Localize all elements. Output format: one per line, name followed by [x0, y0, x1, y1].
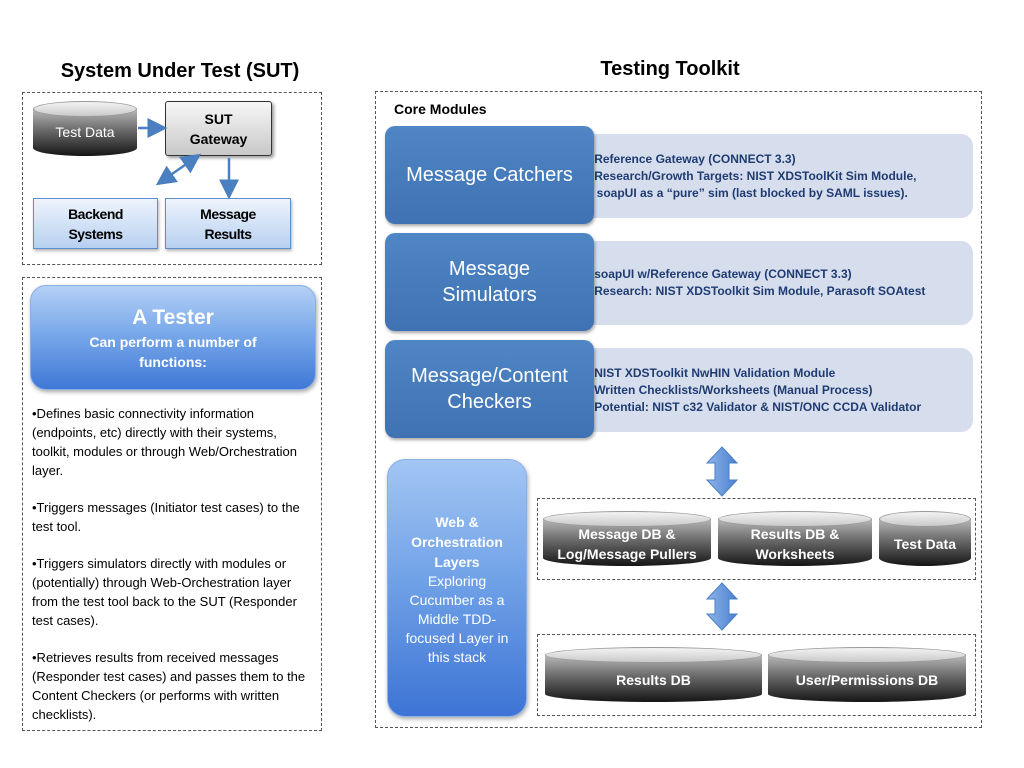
toolkit-test-data-cylinder: Test Data: [879, 511, 971, 566]
toolkit-test-data-label: Test Data: [894, 535, 956, 552]
web-heading-3: Layers: [434, 554, 480, 570]
message-catchers-desc: •Reference Gateway (CONNECT 3.3) •Resear…: [582, 134, 973, 218]
tester-box: A Tester Can perform a number of function…: [30, 285, 316, 390]
sut-gateway-line1: SUT: [204, 110, 233, 127]
catchers-name: Message Catchers: [406, 164, 573, 186]
sut-gateway-line2: Gateway: [189, 130, 248, 147]
sut-container: [22, 92, 322, 265]
db-row2-container: [537, 634, 976, 716]
web-heading-2: Orchestration: [411, 534, 503, 550]
web-text-5: this stack: [427, 649, 487, 665]
checkers-item-3: •Potential: NIST c32 Validator & NIST/ON…: [590, 399, 922, 414]
web-orchestration-box: Web & Orchestration Layers Exploring Cuc…: [387, 459, 527, 717]
results-db-cylinder: Results DB: [545, 647, 762, 702]
tester-heading: A Tester: [132, 306, 214, 329]
tester-sub-line1: Can perform a number of: [89, 334, 257, 350]
web-text-1: Exploring: [427, 573, 487, 589]
sut-gateway-box: SUT Gateway: [165, 101, 272, 156]
web-heading-1: Web &: [435, 514, 479, 530]
results-db-worksheets-cylinder: Results DB & Worksheets: [718, 511, 872, 566]
checkers-name-line2: Checkers: [447, 391, 532, 413]
arrow-db-db: [705, 582, 739, 631]
tester-bullet-2: •Triggers messages (Initiator test cases…: [32, 500, 300, 534]
core-modules-label: Core Modules: [394, 101, 487, 117]
message-db-cylinder: Message DB & Log/Message Pullers: [543, 511, 711, 566]
catchers-item-1: •Reference Gateway (CONNECT 3.3): [590, 151, 796, 166]
tester-bullet-4: •Retrieves results from received message…: [32, 650, 306, 722]
tester-bullets: •Defines basic connectivity information …: [32, 404, 314, 742]
db-row1-container: [537, 498, 976, 580]
message-catchers-module: Message Catchers: [385, 126, 594, 224]
simulators-name-line2: Simulators: [442, 284, 537, 306]
catchers-item-3: soapUI as a “pure” sim (last blocked by …: [590, 185, 908, 200]
simulators-item-2: •Research: NIST XDSToolkit Sim Module, P…: [590, 284, 926, 298]
message-db-line1: Message DB &: [578, 525, 676, 542]
user-permissions-db-label: User/Permissions DB: [795, 671, 939, 688]
web-text-4: focused Layer in: [405, 630, 509, 646]
results-worksheets-line2: Worksheets: [755, 545, 835, 562]
checkers-item-2: •Written Checklists/Worksheets (Manual P…: [590, 382, 873, 397]
message-simulators-desc: •soapUI w/Reference Gateway (CONNECT 3.3…: [582, 241, 973, 325]
backend-line2: Systems: [68, 225, 123, 242]
arrow-modules-db: [705, 446, 739, 497]
simulators-item-1: •soapUI w/Reference Gateway (CONNECT 3.3…: [590, 267, 852, 281]
results-db-label: Results DB: [616, 671, 691, 688]
checkers-name-line1: Message/Content: [411, 365, 568, 387]
content-checkers-desc: •NIST XDSToolkit NwHIN Validation Module…: [582, 348, 973, 432]
simulators-name-line1: Message: [448, 258, 531, 280]
backend-line1: Backend: [68, 205, 123, 222]
results-worksheets-line1: Results DB &: [750, 525, 840, 542]
message-db-line2: Log/Message Pullers: [557, 545, 697, 562]
catchers-item-2: •Research/Growth Targets: NIST XDSToolKi…: [590, 168, 917, 183]
toolkit-container: [375, 91, 982, 728]
sut-title: System Under Test (SUT): [60, 60, 300, 82]
toolkit-title: Testing Toolkit: [600, 58, 740, 80]
tester-container: [22, 277, 322, 731]
web-text-3: Middle TDD-: [417, 611, 497, 627]
tester-sub-line2: functions:: [139, 354, 207, 370]
user-permissions-db-cylinder: User/Permissions DB: [768, 647, 966, 702]
message-results-line1: Message: [200, 205, 256, 222]
tester-bullet-3: •Triggers simulators directly with modul…: [32, 556, 297, 628]
web-text-2: Cucumber as a: [409, 592, 505, 608]
sut-test-data-label: Test Data: [55, 123, 115, 140]
arrow-gateway-backend: [155, 153, 202, 186]
tester-bullet-1: •Defines basic connectivity information …: [32, 406, 297, 478]
message-results-line2: Results: [204, 225, 252, 242]
sut-test-data-db: Test Data: [33, 101, 137, 156]
checkers-item-1: •NIST XDSToolkit NwHIN Validation Module: [590, 365, 836, 380]
